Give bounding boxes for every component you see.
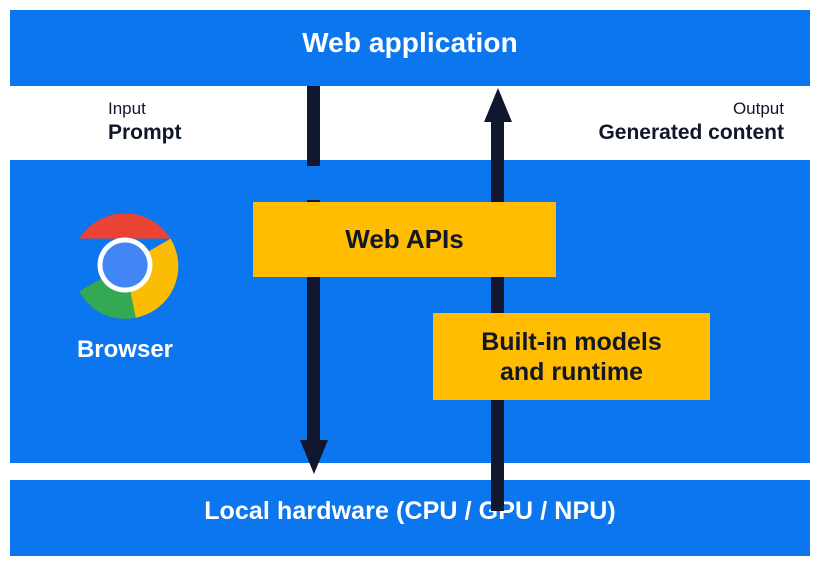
builtin-models-label-line2: and runtime [499, 357, 644, 386]
chrome-logo-icon [72, 213, 179, 319]
input-flow-label: Input Prompt [108, 99, 182, 145]
local-hardware-band [10, 480, 810, 556]
input-flow-kind: Input [108, 99, 146, 118]
web-application-title: Web application [302, 27, 518, 58]
arrow-head-up-icon [484, 88, 512, 122]
builtin-models-label-line1: Built-in models [481, 327, 662, 356]
web-apis-label: Web APIs [345, 223, 464, 254]
arrow-head-down-icon [300, 440, 328, 474]
web-apis-box[interactable]: Web APIs [253, 202, 556, 277]
browser-label: Browser [76, 336, 174, 363]
builtin-models-label: Built-in models and runtime [481, 327, 662, 387]
arrow-shaft [307, 86, 320, 166]
output-flow-label: Output Generated content [598, 99, 784, 145]
input-flow-value: Prompt [108, 120, 182, 144]
output-flow-value: Generated content [598, 120, 784, 144]
builtin-models-box[interactable]: Built-in models and runtime [433, 313, 710, 400]
browser-group: Browser [55, 210, 195, 364]
output-flow-kind: Output [732, 99, 784, 118]
local-hardware-title: Local hardware (CPU / GPU / NPU) [204, 497, 616, 525]
web-application-band [10, 10, 810, 86]
